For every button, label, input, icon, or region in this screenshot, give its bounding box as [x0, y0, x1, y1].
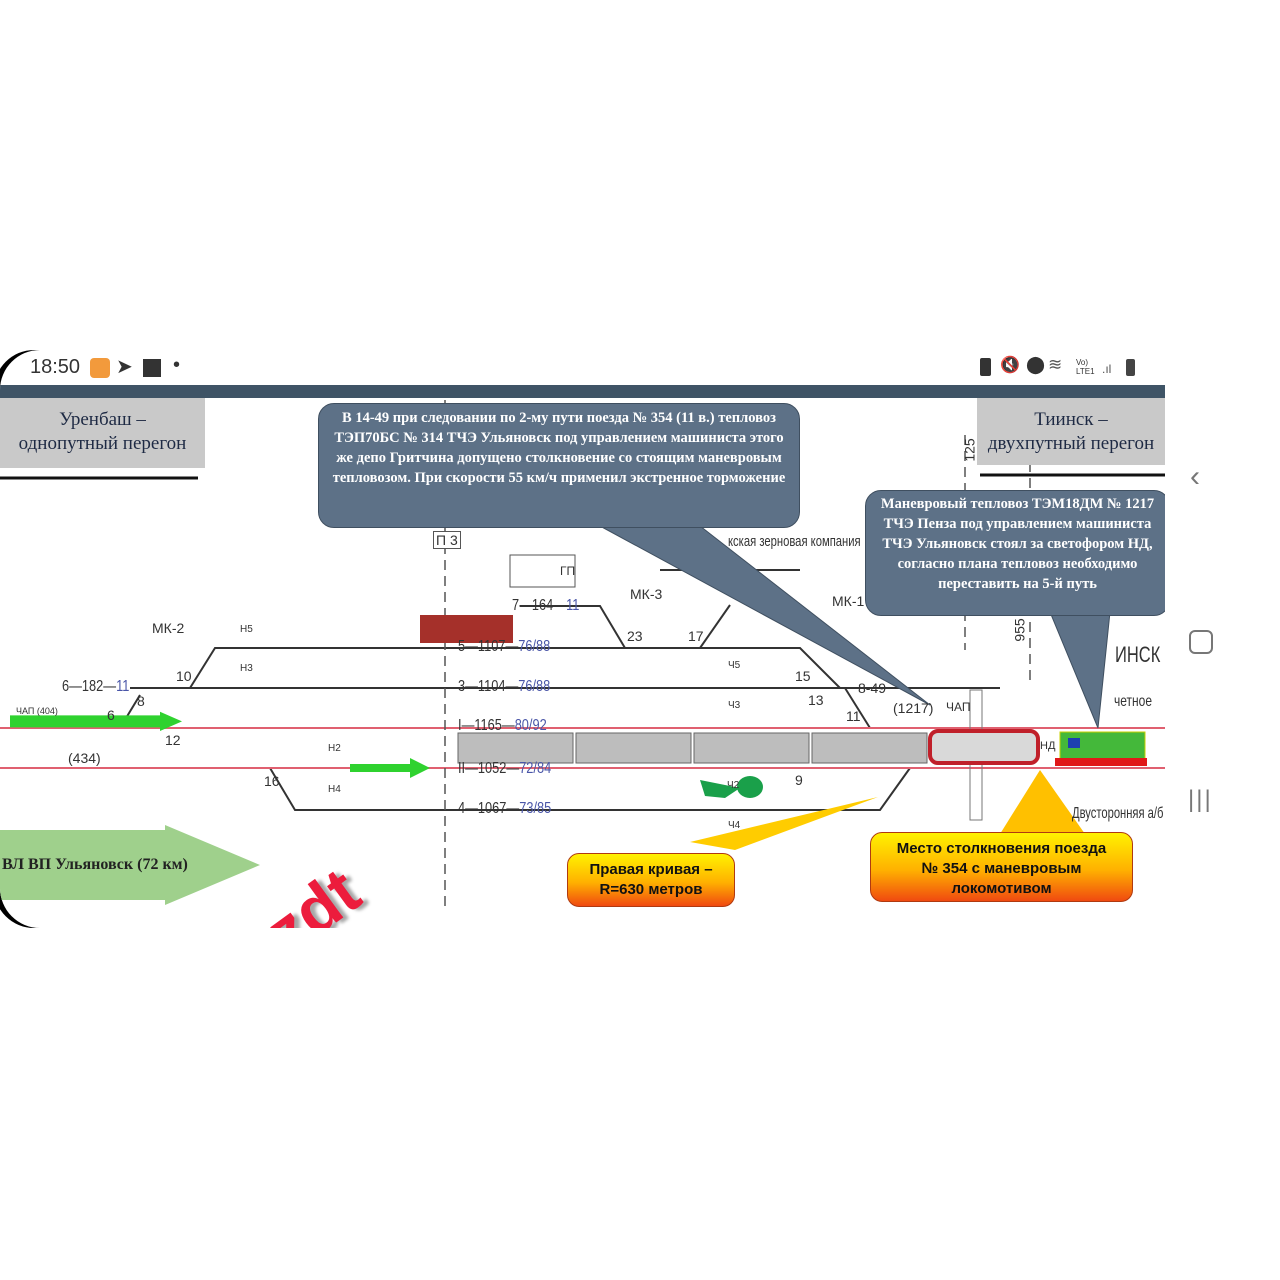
post-p3: П 3 — [433, 531, 461, 549]
signal-ch5: Ч5 — [728, 660, 741, 671]
mute-icon: 🔇 — [1000, 357, 1020, 374]
curve-line1: Правая кривая – — [589, 861, 713, 878]
curve-callout-tail — [690, 797, 878, 850]
collision-line2: № 354 с маневровым — [921, 860, 1082, 877]
station-building — [737, 776, 763, 798]
km-label-mid: 955 — [1011, 618, 1028, 642]
signal-434: (434) — [68, 750, 101, 766]
switch-13: 13 — [808, 692, 824, 708]
right-section-label: Тиинск – двухпутный перегон — [977, 398, 1165, 465]
signal-icon: .ıl — [1102, 362, 1112, 376]
signal-n4: Н4 — [328, 784, 341, 795]
alarm-icon — [980, 358, 991, 376]
callout-tail-2 — [1049, 611, 1111, 729]
back-icon[interactable]: ‹ — [1190, 460, 1200, 493]
direction-label: ВЛ ВП Ульяновск (72 км) — [2, 856, 188, 873]
signal-mk1: МК-1 — [832, 593, 865, 609]
collision-line1: Место столкновения поезда — [896, 840, 1107, 857]
left-section-label: Уренбаш – однопутный перегон — [0, 398, 205, 468]
signal-ch4: Ч4 — [728, 820, 741, 831]
company-label: кская зерновая компания — [728, 533, 861, 550]
more-dot-icon: • — [173, 354, 181, 376]
signal-n3: Н3 — [240, 663, 253, 674]
station-name: ИНСК — [1115, 642, 1161, 667]
left-section-line2: однопутный перегон — [18, 433, 187, 454]
signal-n2: Н2 — [328, 743, 341, 754]
green-arrow-track-I — [10, 711, 182, 731]
telegram-icon: ➤ — [116, 356, 133, 378]
switch-8: 8 — [137, 693, 145, 709]
track-label-3: 3—1104—76/88 — [458, 678, 551, 695]
label-gp: ГП — [560, 564, 576, 578]
label-8-49: 8-49 — [858, 680, 887, 696]
signal-n5: Н5 — [240, 624, 253, 635]
slide-header-bar — [0, 385, 1165, 398]
callout-train-354: В 14-49 при следовании по 2-му пути поез… — [318, 403, 800, 528]
switch-15: 15 — [795, 668, 811, 684]
signal-mk2: МК-2 — [152, 620, 185, 636]
track-label-4: 4—1067—73/85 — [458, 800, 552, 817]
wifi-icon: ≋ — [1048, 355, 1063, 374]
green-arrow-track-II — [350, 758, 430, 778]
status-time: 18:50 — [30, 356, 81, 378]
track-label-II: II—1052—72/84 — [458, 760, 552, 777]
recent-apps-icon[interactable]: ||| — [1188, 786, 1213, 813]
track-label-7: 7—164—11 — [512, 597, 580, 614]
switch-23: 23 — [627, 628, 643, 644]
even-label: четное — [1114, 693, 1153, 710]
left-section-line1: Уренбаш – — [59, 409, 146, 430]
track-7 — [520, 605, 626, 649]
switch-11: 11 — [846, 708, 861, 724]
switch-9: 9 — [795, 772, 803, 788]
network-label: Vo) LTE1 — [1076, 358, 1095, 376]
switch-17: 17 — [688, 628, 704, 644]
track-label-5: 5—1107—76/88 — [458, 638, 551, 655]
switch-10: 10 — [176, 668, 192, 684]
tep70-locomotive — [928, 729, 1040, 765]
signal-ch3: Ч3 — [728, 700, 741, 711]
track-4 — [269, 767, 911, 811]
signal-nd: НД — [1040, 740, 1056, 752]
freight-wagon — [420, 615, 513, 643]
signal-ch2: Ч2 — [727, 780, 740, 791]
track-label-I: I—1165—80/92 — [458, 717, 547, 734]
track-label-6: 6—182—11 — [62, 678, 130, 695]
switch-16: 16 — [264, 773, 280, 789]
curve-line2: R=630 метров — [599, 881, 703, 898]
notification-icon — [143, 359, 161, 377]
tem18-locomotive — [1055, 731, 1147, 766]
lock-app-icon — [90, 358, 110, 378]
track-5 — [189, 647, 841, 689]
right-section-line1: Тиинск – — [1034, 409, 1108, 430]
callout-shunting-loco: Маневровый тепловоз ТЭМ18ДМ № 1217 ТЧЭ П… — [865, 490, 1165, 616]
km-label-top: 125 — [961, 438, 978, 462]
right-section-line2: двухпутный перегон — [987, 433, 1155, 454]
signal-chap-404: ЧАП (404) — [16, 706, 58, 716]
track-diagram — [0, 400, 1165, 910]
callout-curve: Правая кривая – R=630 метров — [567, 853, 735, 907]
signal-1217: (1217) — [893, 700, 934, 716]
battery-icon — [1126, 359, 1135, 376]
status-bar: 18:50 ➤ • 🔇 ⬤ ≋ Vo) LTE1 .ıl — [0, 350, 1165, 385]
location-icon: ⬤ — [1026, 355, 1046, 374]
collision-line3: локомотивом — [951, 880, 1052, 897]
switch-6: 6 — [107, 707, 115, 723]
callout-collision: Место столкновения поезда № 354 с маневр… — [870, 832, 1133, 902]
signal-chap: ЧАП — [946, 700, 971, 714]
passenger-train — [457, 729, 1040, 765]
phone-screen: 18:50 ➤ • 🔇 ⬤ ≋ Vo) LTE1 .ıl — [0, 350, 1165, 928]
direction-arrow — [0, 825, 260, 905]
signal-mk3: МК-3 — [630, 586, 663, 602]
home-icon[interactable] — [1189, 630, 1213, 654]
switch-12: 12 — [165, 732, 181, 748]
collision-callout-tail — [1000, 770, 1085, 834]
two-way-label: Двусторонняя а/б — [1072, 805, 1164, 822]
